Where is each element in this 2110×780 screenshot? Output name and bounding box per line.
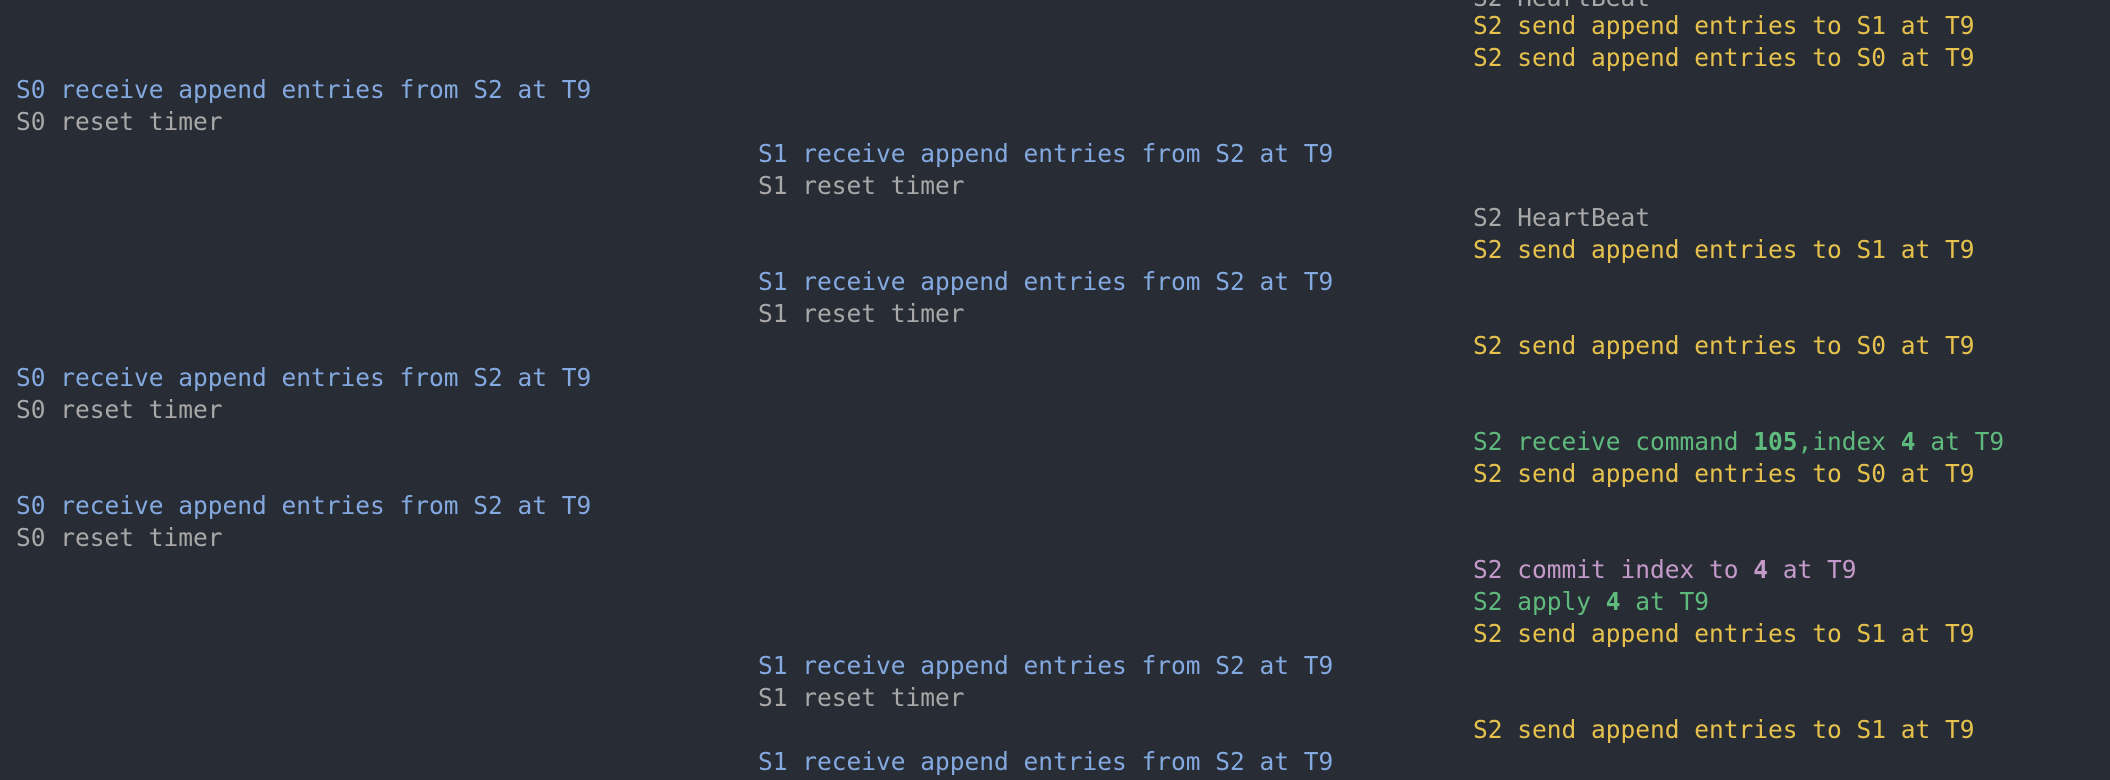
log-value: 4: [1753, 555, 1769, 584]
log-text: at T9: [1768, 555, 1857, 584]
log-line: S2 send append entries to S1 at T9: [1473, 619, 1975, 648]
log-line: S1 reset timer: [758, 299, 965, 328]
log-line: S1 receive append entries from S2 at T9: [758, 747, 1334, 776]
log-line: S2 commit index to 4 at T9: [1473, 554, 1857, 586]
log-line: S1 reset timer: [758, 171, 965, 200]
log-line: S0 receive append entries from S2 at T9: [16, 363, 592, 392]
log-line: S0 reset timer: [16, 523, 223, 552]
log-value: 4: [1900, 427, 1916, 456]
log-line: S0 receive append entries from S2 at T9: [16, 75, 592, 104]
log-line: S0 reset timer: [16, 395, 223, 424]
log-line: S2 send append entries to S0 at T9: [1473, 43, 1975, 72]
log-line: S2 send append entries to S1 at T9: [1473, 235, 1975, 264]
log-line: S1 receive append entries from S2 at T9: [758, 139, 1334, 168]
log-value: 4: [1605, 587, 1621, 616]
log-line: S0 reset timer: [16, 107, 223, 136]
log-text: at T9: [1915, 427, 2005, 456]
log-text: S2 apply: [1473, 587, 1606, 616]
log-value: 105: [1753, 427, 1798, 456]
log-line: S1 reset timer: [758, 683, 965, 712]
log-text: at T9: [1620, 587, 1710, 616]
log-line: S2 send append entries to S0 at T9: [1473, 459, 1975, 488]
log-line-partial: S2 HeartBeat: [1473, 0, 1650, 14]
log-line: S2 HeartBeat: [1473, 203, 1651, 232]
log-line: S1 receive append entries from S2 at T9: [758, 267, 1334, 296]
log-text: S2 commit index to: [1473, 555, 1754, 584]
log-line: S1 receive append entries from S2 at T9: [758, 651, 1334, 680]
log-line: S2 send append entries to S0 at T9: [1473, 331, 1975, 360]
log-line: S2 receive command 105,index 4 at T9: [1473, 426, 2004, 458]
log-line: S2 send append entries to S1 at T9: [1473, 715, 1975, 744]
log-line: S2 send append entries to S1 at T9: [1473, 11, 1975, 40]
log-line: S0 receive append entries from S2 at T9: [16, 491, 592, 520]
log-text: ,index: [1797, 427, 1901, 456]
log-text: S2 receive command: [1473, 427, 1754, 456]
log-line: S2 apply 4 at T9: [1473, 586, 1709, 618]
